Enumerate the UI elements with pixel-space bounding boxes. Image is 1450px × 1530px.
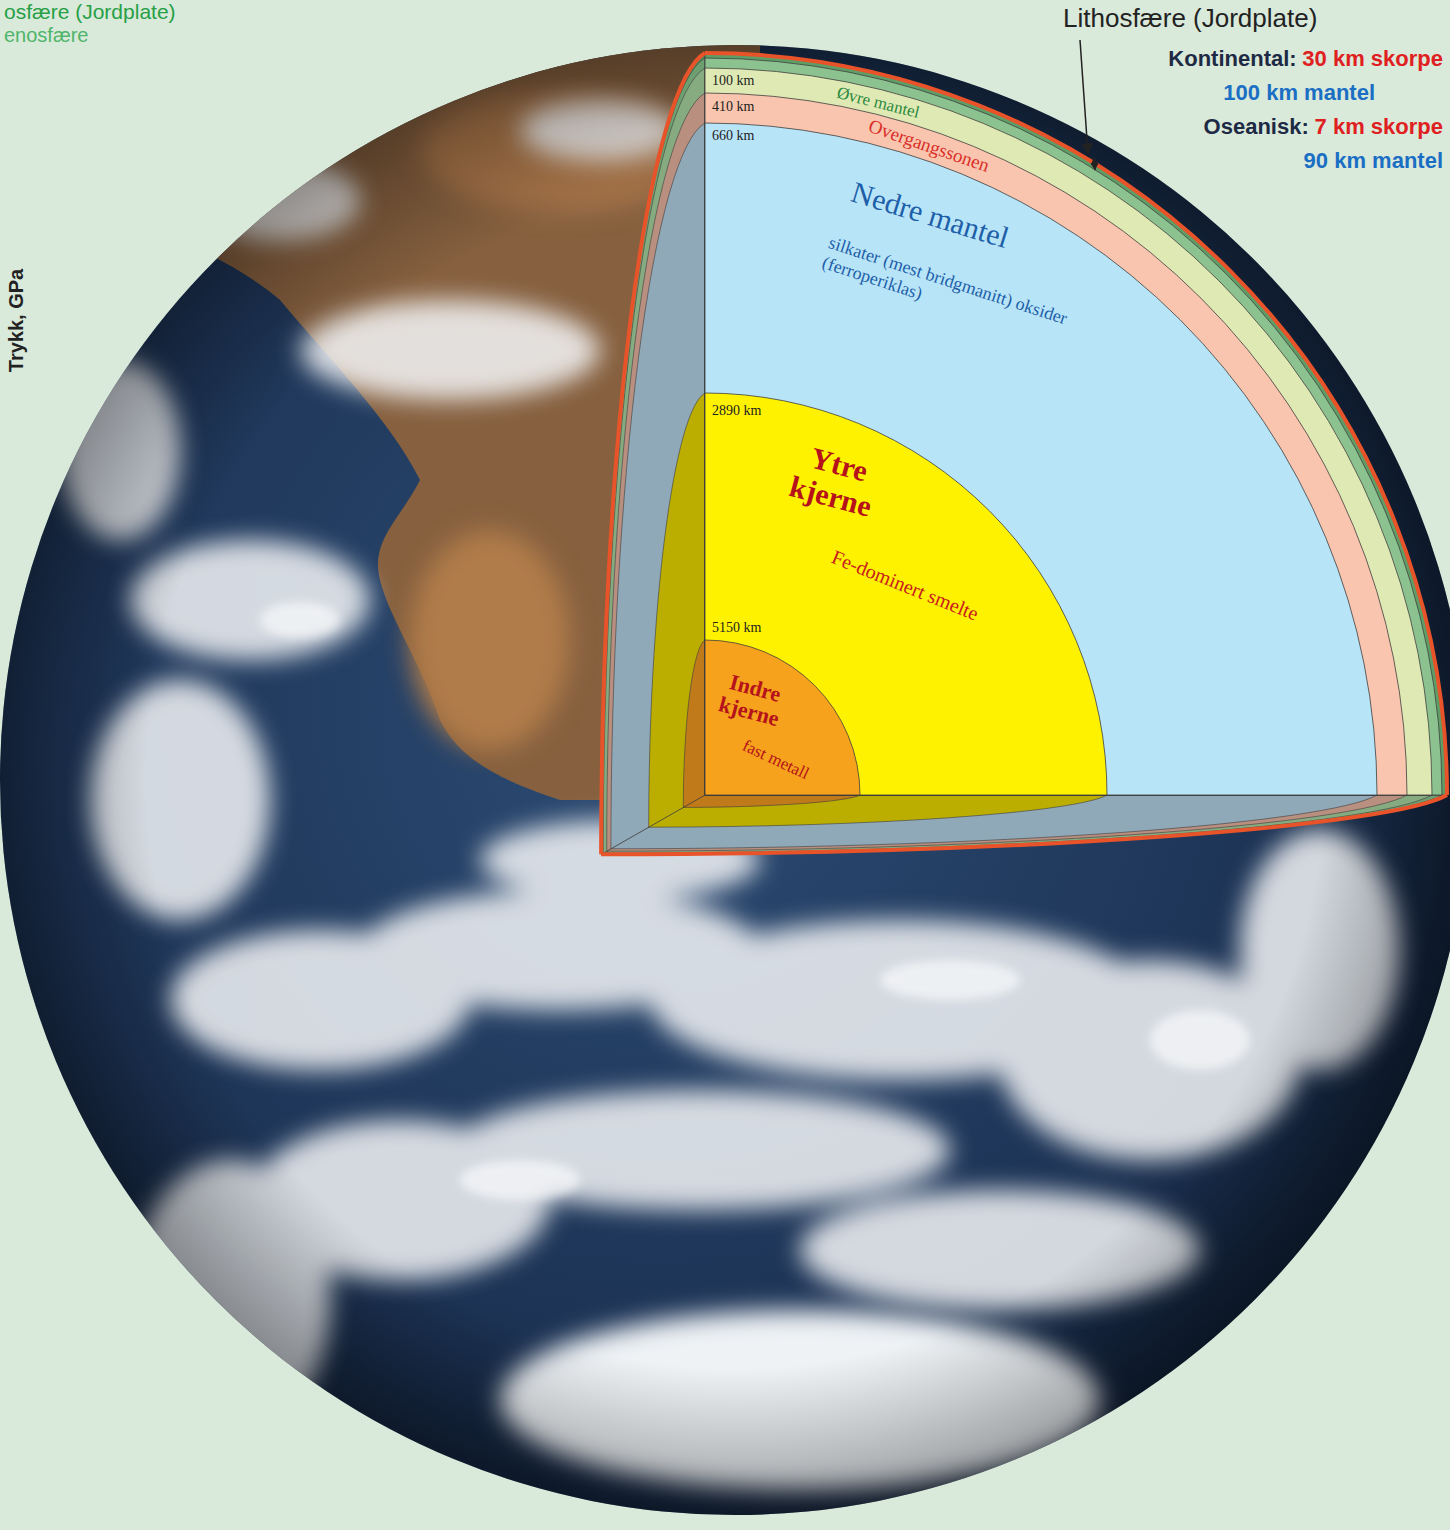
illustration-part	[601, 795, 1447, 854]
illustration-part	[705, 123, 1377, 795]
layer-region: Overgangssonen	[830, 110, 1030, 180]
illustration-part	[705, 68, 1432, 795]
depth-label: 100 km	[712, 73, 754, 89]
surface-outline	[601, 53, 1447, 854]
depth-label: 5150 km	[712, 620, 761, 636]
illustration-part	[705, 93, 1407, 795]
layer-name: Ytre kjerne	[764, 431, 907, 528]
mantle-thickness: 90 km mantel	[1304, 148, 1443, 173]
leader-line	[1080, 40, 1088, 154]
depth-label: 2890 km	[712, 403, 761, 419]
legend-fragment: osfære (Jordplate)	[4, 0, 176, 24]
illustration-part	[705, 53, 1447, 795]
layer-description: Fe-dominert smelte	[828, 545, 981, 625]
callout-heading: Oseanisk:	[1204, 114, 1309, 139]
layer-name: Overgangssonen	[866, 115, 992, 174]
illustration-part	[601, 795, 1447, 854]
crust-thickness: 30 km skorpe	[1302, 46, 1443, 71]
thickness-arrow	[1094, 158, 1095, 170]
illustration-part	[601, 53, 705, 854]
illustration-part	[649, 795, 1107, 827]
illustration-part	[649, 393, 705, 827]
cut-walls	[601, 53, 1447, 854]
legend-fragment: enosfære	[4, 24, 89, 47]
depth-label: 660 km	[712, 128, 754, 144]
callout-title: Lithosfære (Jordplate)	[1063, 4, 1317, 34]
callout-heading: Kontinental:	[1168, 46, 1296, 71]
layer-region: Nedre mantelsilkater (mest bridgmanitt) …	[790, 160, 1090, 370]
illustration-part	[705, 58, 1442, 795]
illustration-part	[611, 123, 705, 849]
mantle-thickness: 100 km mantel	[1223, 80, 1375, 105]
illustration-part	[683, 640, 705, 807]
crust-thickness: 7 km skorpe	[1315, 114, 1443, 139]
illustration-part	[601, 53, 705, 854]
layer-name: Indre kjerne	[707, 666, 797, 733]
layer-region: Ytre kjerneFe-dominert smelte	[760, 420, 1020, 630]
layer-region: Indre kjernefast metall	[705, 650, 835, 790]
illustration-part	[611, 795, 1377, 849]
layer-name: Øvre mantel	[835, 84, 921, 121]
layer-name: Nedre mantel	[848, 176, 1013, 254]
illustration-part	[607, 93, 705, 851]
axis-title: Trykk, GPa	[5, 268, 28, 371]
illustration-part	[0, 45, 1450, 1515]
layer-description: fast metall	[739, 736, 812, 784]
layer-description: silkater (mest bridgmanitt) oksider (fer…	[820, 232, 1071, 349]
cut-front	[705, 53, 1447, 795]
illustration-part	[683, 795, 860, 807]
illustration-part	[0, 45, 1450, 1515]
illustration-part	[607, 795, 1407, 851]
depth-label: 410 km	[712, 99, 754, 115]
illustration-part	[705, 640, 860, 795]
illustration-part	[705, 53, 1447, 795]
illustration-part	[705, 393, 1107, 795]
